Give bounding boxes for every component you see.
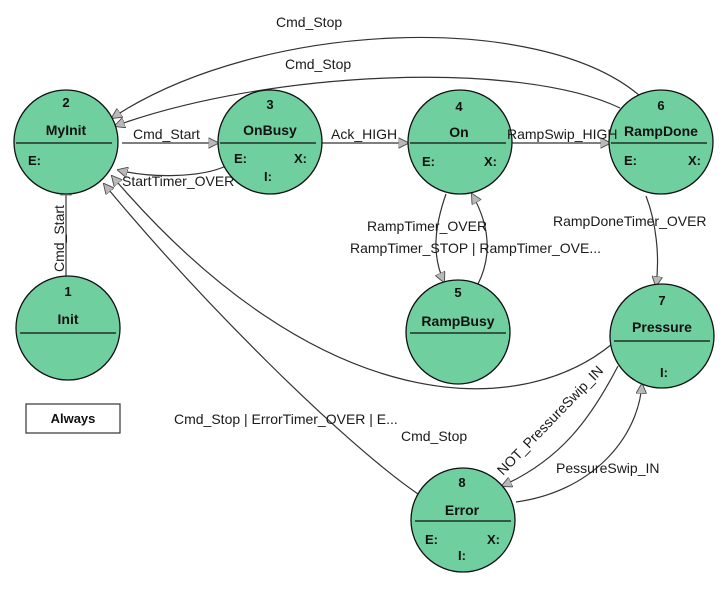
- state-internal: I:: [264, 169, 272, 184]
- label-cmd-stop-top: Cmd_Stop: [276, 14, 342, 30]
- state-number: 7: [658, 293, 665, 308]
- edge-7-to-8: [502, 365, 619, 486]
- state-8-error[interactable]: 8 Error E: X: I:: [410, 467, 516, 573]
- state-entry: E:: [28, 153, 41, 168]
- label-ramp-timer-over: RampTimer_OVER: [367, 218, 487, 234]
- edge-3-to-2: [118, 165, 227, 176]
- state-internal: I:: [458, 548, 466, 563]
- edge-5-to-4: [472, 194, 488, 285]
- edge-8-to-2: [104, 184, 419, 495]
- state-name: Error: [445, 502, 480, 518]
- state-internal: I:: [660, 365, 668, 380]
- label-ramp-swip-high: RampSwip_HIGH: [507, 126, 617, 142]
- label-cmd-stop-low: Cmd_Stop: [401, 428, 467, 444]
- state-name: RampDone: [624, 123, 698, 139]
- state-exit: X:: [487, 532, 500, 547]
- edge-6-to-7: [645, 195, 658, 286]
- label-error-to-myinit: Cmd_Stop | ErrorTimer_OVER | E...: [174, 411, 398, 427]
- edge-4-to-5: [436, 193, 447, 282]
- state-exit: X:: [688, 153, 701, 168]
- label-cmd-stop-mid: Cmd_Stop: [285, 56, 351, 72]
- always-box: Always: [25, 403, 121, 434]
- state-name: OnBusy: [243, 122, 297, 138]
- state-exit: X:: [294, 151, 307, 166]
- always-label: Always: [51, 411, 96, 426]
- state-name: Pressure: [632, 319, 692, 335]
- state-number: 5: [454, 285, 461, 300]
- label-ramp-done-timer-over: RampDoneTimer_OVER: [553, 213, 707, 229]
- label-ramp-timer-stop: RampTimer_STOP | RampTimer_OVE...: [350, 240, 601, 256]
- state-4-on[interactable]: 4 On E: X:: [407, 89, 513, 195]
- state-number: 1: [64, 284, 71, 299]
- state-5-rampbusy[interactable]: 5 RampBusy: [405, 279, 511, 385]
- label-start-timer-over: StartTimer_OVER: [122, 173, 234, 189]
- state-entry: E:: [624, 153, 637, 168]
- label-cmd-start-v: Cmd_Start: [51, 205, 67, 272]
- state-2-myinit[interactable]: 2 MyInit E:: [13, 89, 119, 195]
- state-number: 8: [458, 475, 465, 490]
- state-entry: E:: [234, 151, 247, 166]
- state-name: MyInit: [46, 122, 87, 138]
- state-7-pressure[interactable]: 7 Pressure I:: [609, 283, 715, 389]
- state-number: 2: [62, 95, 69, 110]
- edge-6-to-2-top: [112, 36, 641, 118]
- state-entry: E:: [425, 532, 438, 547]
- state-exit: X:: [484, 154, 497, 169]
- state-number: 6: [657, 98, 664, 113]
- state-name: RampBusy: [421, 313, 494, 329]
- state-number: 4: [455, 99, 463, 114]
- state-6-rampdone[interactable]: 6 RampDone E: X:: [608, 89, 714, 195]
- label-pressure-swip-in: PessureSwip_IN: [556, 460, 660, 476]
- state-entry: E:: [422, 154, 435, 169]
- edge-7-to-2: [112, 176, 613, 390]
- state-1-init[interactable]: 1 Init: [15, 275, 121, 381]
- state-name: On: [449, 124, 468, 140]
- state-3-onbusy[interactable]: 3 OnBusy E: X: I:: [217, 89, 323, 195]
- edge-6-to-2-mid: [115, 76, 621, 126]
- state-number: 3: [266, 97, 273, 112]
- state-name: Init: [58, 311, 79, 327]
- edge-8-to-7: [515, 384, 642, 503]
- label-cmd-start-h: Cmd_Start: [133, 126, 200, 142]
- label-ack-high: Ack_HIGH: [331, 126, 397, 142]
